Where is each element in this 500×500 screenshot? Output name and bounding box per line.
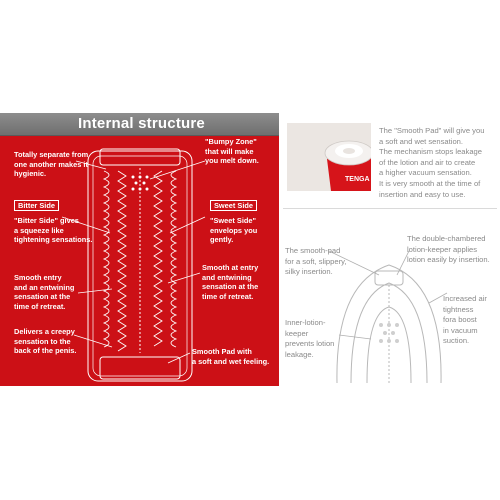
air-tightness-callout: Increased air tightness fora boost in va… [443,294,487,346]
smooth-pad-description: The "Smooth Pad" will give you a soft an… [379,126,485,199]
section-divider [283,208,497,209]
sweet-side-tag: Sweet Side [210,200,258,211]
inner-lotion-keeper-callout: Inner-lotion- keeper prevents lotion lea… [285,318,335,359]
top-cap [99,148,181,166]
label-bumpy-zone: "Bumpy Zone" that will make you melt dow… [205,137,259,166]
bottom-cap [99,356,181,380]
panel-title: Internal structure [78,115,205,132]
product-cup-photo: TENGA [287,123,371,191]
casing-inner-outline [92,155,188,377]
smooth-pad-callout: The smooth-pad for a soft, slippery, sil… [285,246,347,277]
smooth-pad-panel: TENGA The "Smooth Pad" will give you a s… [279,113,500,386]
label-sweet-side: "Sweet Side" envelops you gently. [210,216,258,245]
label-bitter-side: "Bitter Side" gives a squeeze like tight… [14,216,93,245]
right-callout-lines [328,250,448,340]
label-separate: Totally separate from one another makes … [14,150,89,179]
inner-shell [350,282,428,384]
lotion-keeper-callout: The double-chambered lotion-keeper appli… [407,234,490,265]
label-creepy-sensation: Delivers a creepy sensation to the back … [14,327,77,356]
bitter-side-tag: Bitter Side [14,200,59,211]
internal-structure-diagram [61,148,206,382]
sweet-side-ribs [153,170,178,348]
title-bar: Internal structure [0,113,279,136]
svg-text:TENGA: TENGA [345,176,370,183]
label-smooth-entry-right: Smooth at entry and entwining sensation … [202,263,259,301]
smooth-pad-cross-section [328,250,448,384]
bitter-side-ribs [102,170,127,352]
casing-outline [87,150,193,382]
label-smooth-pad: Smooth Pad with a soft and wet feeling. [192,347,270,366]
bumpy-zone-dots [131,175,149,191]
label-smooth-entry-left: Smooth entry and an entwining sensation … [14,273,75,311]
internal-structure-panel: Internal structure [0,113,279,386]
callout-lines [61,160,206,364]
pad-texture [379,323,399,343]
outer-shell [336,264,442,384]
